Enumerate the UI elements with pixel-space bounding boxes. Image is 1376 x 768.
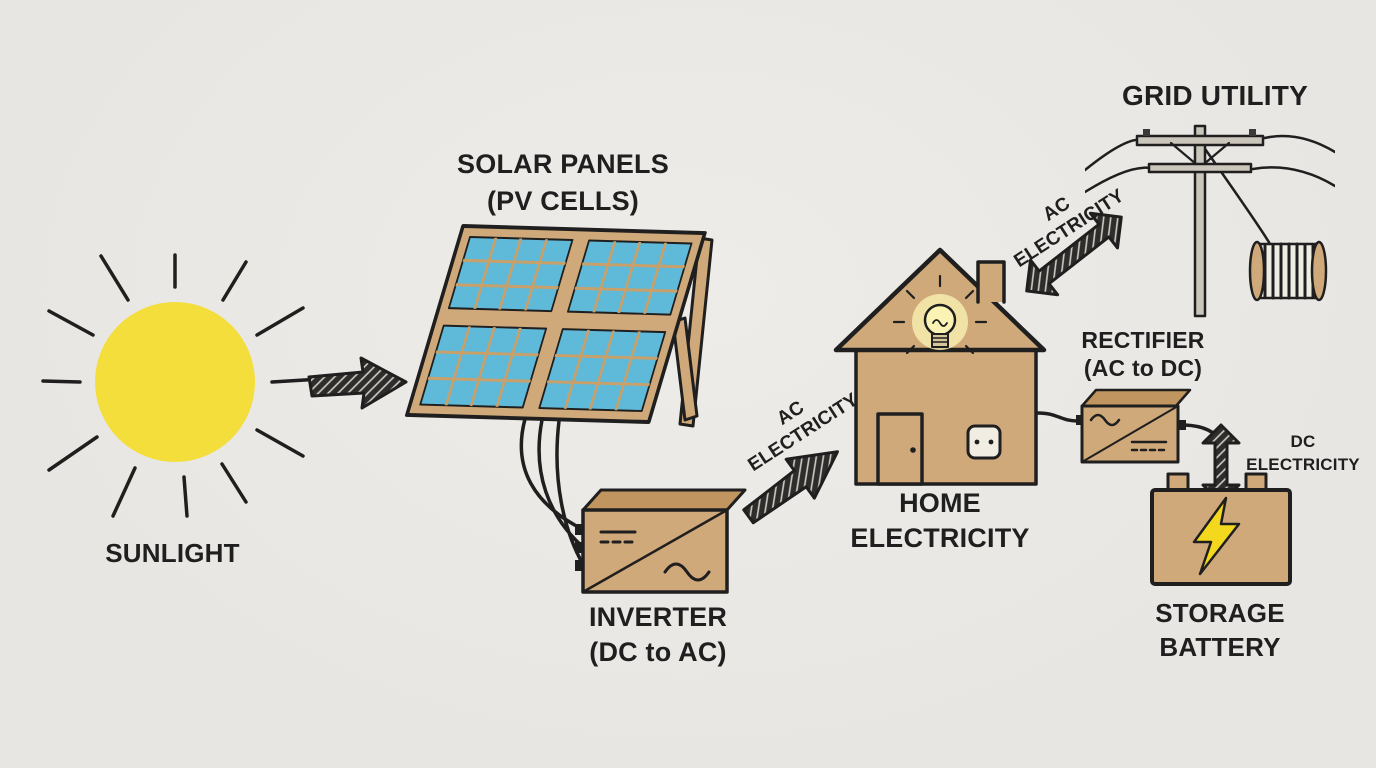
grid-utility-label: GRID UTILITY — [1122, 80, 1308, 111]
lightbulb-icon — [923, 303, 957, 337]
battery-terminal — [1244, 472, 1268, 492]
insulator — [1143, 129, 1150, 136]
ac-sine-symbol — [1089, 413, 1121, 427]
dc-electricity-label: DC ELECTRICITY — [1238, 430, 1368, 476]
rectifier-illustration — [1076, 388, 1192, 464]
double-arrow-shape — [1025, 211, 1123, 297]
sun-rays — [41, 253, 323, 518]
ac-sine-symbol — [663, 562, 711, 582]
pole-crossarm — [1135, 134, 1265, 147]
inverter-terminal — [575, 542, 584, 553]
arrow-shape — [307, 356, 408, 410]
home-electricity-label: HOME ELECTRICITY — [835, 486, 1045, 556]
arrow-sun-to-panels-icon — [307, 356, 408, 410]
sunlight-label: SUNLIGHT — [105, 538, 240, 568]
outlet-hole — [988, 439, 994, 445]
rectifier-label-line1: RECTIFIER — [1081, 327, 1205, 353]
panel-frame — [404, 224, 707, 424]
storage-battery-label: STORAGE BATTERY — [1135, 596, 1305, 664]
house-illustration — [833, 247, 1047, 486]
bulb-rays — [892, 274, 988, 355]
dc-label-line1: DC — [1290, 432, 1316, 451]
rectifier-label-line2: (AC to DC) — [1083, 355, 1203, 381]
wire-spool-coils — [1263, 242, 1315, 300]
bulb-filament — [932, 319, 948, 327]
solar-panels-label-line1: SOLAR PANELS — [457, 149, 669, 179]
power-outlet-icon — [966, 424, 1002, 460]
sun-circle — [95, 302, 255, 462]
inverter-diagonal — [581, 508, 729, 594]
arrow-inverter-to-home-icon — [742, 450, 839, 525]
battery-label-line1: STORAGE — [1155, 598, 1285, 628]
pole-crossarm — [1147, 162, 1253, 174]
dc-label-line2: ELECTRICITY — [1246, 455, 1360, 474]
spool-flange — [1248, 240, 1266, 302]
outlet-hole — [974, 439, 980, 445]
bulb-base-threads — [931, 337, 949, 343]
rectifier-terminal — [1076, 415, 1083, 425]
pv-cell-gridlines — [427, 237, 685, 411]
inverter-top-face — [581, 488, 747, 512]
rectifier-label: RECTIFIER (AC to DC) — [1058, 326, 1228, 382]
battery-label-line2: BATTERY — [1159, 632, 1281, 662]
arrow-home-to-grid-icon — [1025, 211, 1123, 297]
home-label-line2: ELECTRICITY — [850, 523, 1030, 553]
sun-illustration — [41, 253, 323, 518]
rectifier-diagonal — [1081, 405, 1179, 463]
lightning-bolt-icon — [1192, 496, 1241, 576]
insulator — [1249, 129, 1256, 136]
pole-braces — [1169, 141, 1231, 166]
solar-panels-label: SOLAR PANELS (PV CELLS) — [438, 146, 688, 220]
door-knob — [910, 447, 916, 453]
battery-illustration — [1150, 472, 1292, 586]
solar-panels-label-line2: (PV CELLS) — [486, 186, 639, 216]
arrow-shape — [742, 450, 839, 525]
chimney — [976, 260, 1006, 304]
home-label-line1: HOME — [899, 488, 981, 518]
rectifier-top-face — [1080, 388, 1192, 408]
rectifier-terminal — [1178, 420, 1186, 430]
utility-pole — [1193, 124, 1207, 318]
inverter-label-line2: (DC to AC) — [589, 637, 727, 667]
grid-utility-illustration — [1085, 124, 1335, 318]
inverter-label-line1: INVERTER — [588, 602, 728, 632]
spool-flange — [1310, 240, 1328, 302]
inverter-terminal — [575, 524, 584, 535]
inverter-terminal — [575, 560, 584, 571]
inverter-label: INVERTER (DC to AC) — [558, 600, 758, 670]
bulb-base — [931, 333, 949, 348]
inverter-illustration — [575, 488, 747, 594]
battery-terminal — [1166, 472, 1190, 492]
power-lines — [1085, 134, 1335, 246]
solar-panels-illustration — [404, 224, 714, 428]
